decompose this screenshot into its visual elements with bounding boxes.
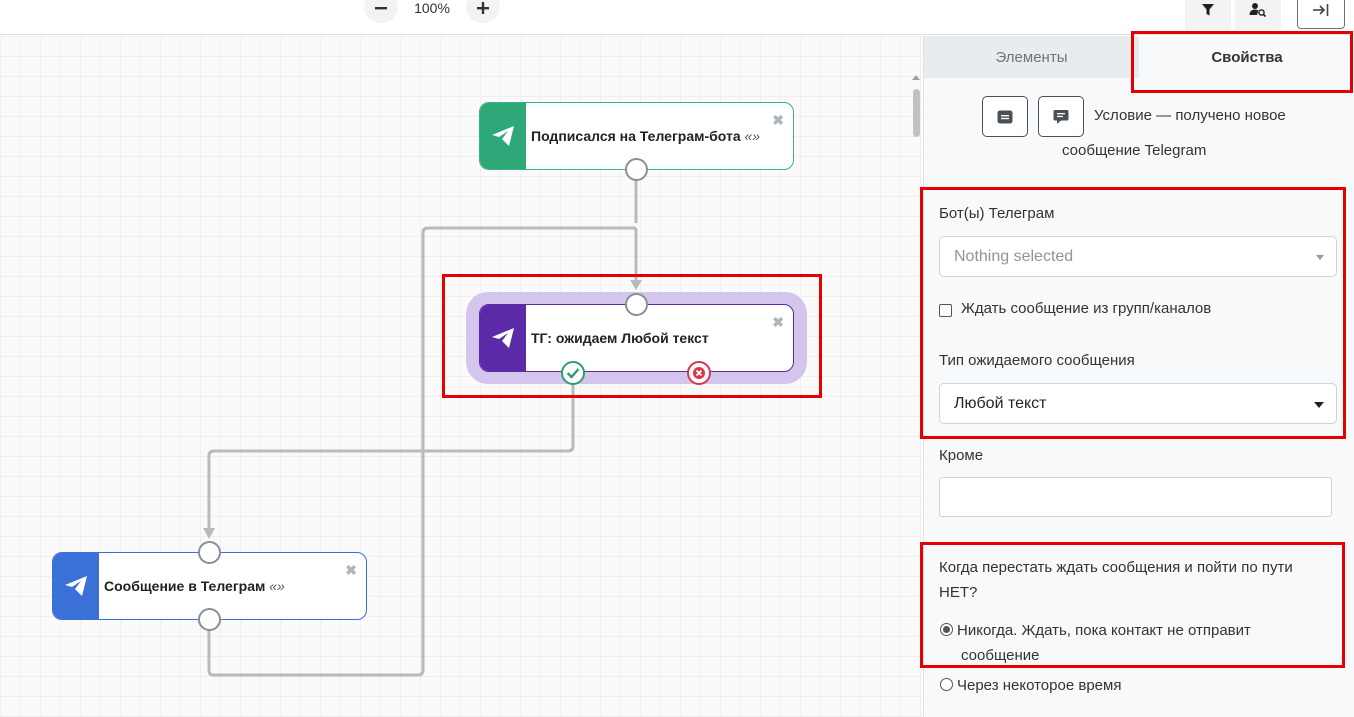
node-icon-area: [480, 103, 526, 169]
x-icon: [693, 367, 705, 379]
plus-icon: [477, 1, 489, 14]
message-icon: [997, 110, 1013, 123]
panel-tabs: Элементы Свойства: [924, 36, 1354, 78]
zoom-level: 100%: [414, 0, 450, 16]
wait-groups-label: Ждать сообщение из групп/каналов: [961, 300, 1212, 317]
node-title: Подписался на Телеграм-бота «»: [531, 128, 761, 144]
radio-after-time-label: Через некоторое время: [957, 677, 1122, 694]
telegram-icon: [492, 126, 514, 146]
check-icon: [566, 368, 580, 379]
radio-never-label: Никогда. Ждать, пока контакт не отправит: [957, 622, 1251, 639]
message-type-select[interactable]: Любой текст: [939, 383, 1337, 424]
chevron-down-icon: [1314, 402, 1324, 408]
tab-properties[interactable]: Свойства: [1139, 36, 1354, 78]
properties-panel: Элементы Свойства Условие — получено нов…: [923, 36, 1354, 717]
zoom-in-button[interactable]: [466, 0, 500, 23]
radio-never[interactable]: [940, 623, 953, 636]
minus-icon: [375, 6, 387, 9]
radio-after-time[interactable]: [940, 678, 953, 691]
comment-icon: [1053, 109, 1069, 124]
bots-select[interactable]: Nothing selected: [939, 236, 1337, 277]
scroll-up-arrow[interactable]: [912, 75, 920, 80]
connector-loop-line: [207, 226, 636, 677]
radio-never-label-cont: сообщение: [961, 647, 1040, 664]
node-delete-icon[interactable]: ✖: [772, 314, 784, 330]
except-label: Кроме: [939, 447, 984, 464]
filter-button[interactable]: [1185, 0, 1231, 30]
bots-label: Бот(ы) Телеграм: [939, 205, 1055, 222]
arrow-head: [203, 528, 215, 539]
message-type-label: Тип ожидаемого сообщения: [939, 352, 1135, 369]
vertical-scrollbar-thumb[interactable]: [913, 89, 920, 137]
telegram-icon: [65, 576, 87, 596]
node-title: ТГ: ожидаем Любой текст: [531, 330, 709, 346]
node-title: Сообщение в Телеграм «»: [104, 578, 285, 594]
top-toolbar: 100%: [0, 0, 1354, 35]
node-output-port[interactable]: [625, 158, 648, 181]
zoom-out-button[interactable]: [364, 0, 398, 23]
condition-title-cont: сообщение Telegram: [1062, 142, 1207, 159]
collapse-panel-icon: [1313, 3, 1329, 16]
filter-icon: [1202, 4, 1214, 16]
bots-select-value: Nothing selected: [954, 247, 1074, 265]
user-search-icon: [1249, 3, 1267, 18]
node-yes-port[interactable]: [561, 361, 585, 385]
tab-elements[interactable]: Элементы: [924, 36, 1139, 78]
node-icon-area: [53, 553, 99, 619]
node-delete-icon[interactable]: ✖: [772, 112, 784, 128]
arrow-head: [630, 280, 642, 290]
collapse-panel-button[interactable]: [1297, 0, 1345, 29]
node-input-port[interactable]: [198, 541, 221, 564]
telegram-icon: [492, 328, 514, 348]
wait-groups-checkbox[interactable]: [939, 304, 952, 317]
stop-wait-question: Когда перестать ждать сообщения и пойти …: [939, 559, 1293, 576]
node-no-port[interactable]: [687, 361, 711, 385]
connector-yes-line: [207, 384, 575, 536]
chevron-down-icon: [1316, 255, 1324, 260]
node-icon-area: [480, 305, 526, 371]
message-type-button[interactable]: [982, 96, 1028, 137]
stop-wait-question-cont: НЕТ?: [939, 584, 978, 601]
node-delete-icon[interactable]: ✖: [345, 562, 357, 578]
node-output-port[interactable]: [198, 608, 221, 631]
node-input-port[interactable]: [625, 293, 648, 316]
message-type-value: Любой текст: [954, 394, 1047, 412]
except-input[interactable]: [939, 477, 1332, 517]
flow-connectors: [203, 181, 642, 677]
comment-type-button[interactable]: [1038, 96, 1084, 137]
condition-title: Условие — получено новое: [1094, 107, 1286, 124]
user-search-button[interactable]: [1235, 0, 1281, 30]
